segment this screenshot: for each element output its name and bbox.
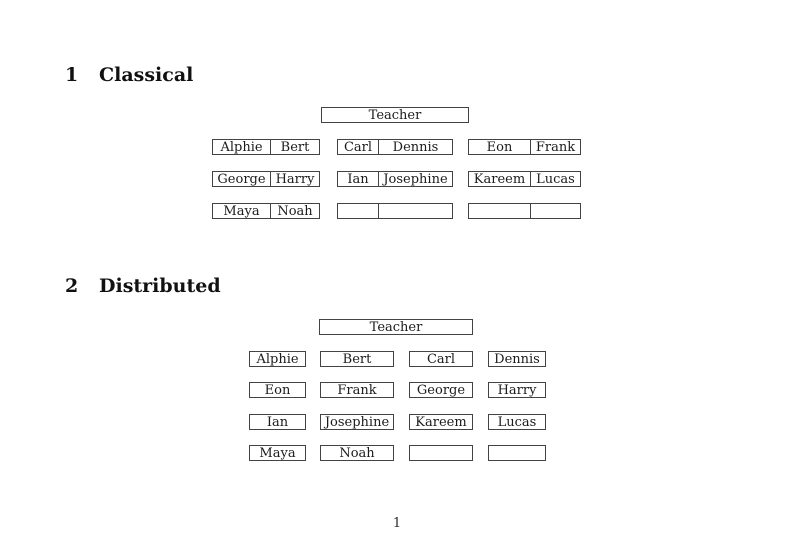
seat-empty (379, 204, 452, 218)
desk-noah: Noah (320, 445, 394, 461)
desk-ian: Ian (249, 414, 306, 430)
seat-kareem: Kareem (469, 172, 531, 186)
desk-harry: Harry (488, 382, 546, 398)
section-title: Classical (99, 64, 194, 86)
seat-empty (531, 204, 580, 218)
desk-lucas: Lucas (488, 414, 546, 430)
seat-george: George (213, 172, 271, 186)
desk-empty (409, 445, 473, 461)
desk-frank: Frank (320, 382, 394, 398)
desk-empty (488, 445, 546, 461)
seat-dennis: Dennis (392, 140, 439, 154)
section-number: 2 (65, 275, 79, 297)
section-number: 1 (65, 64, 79, 86)
section-heading-classical: 1 Classical (65, 66, 193, 85)
section-heading-distributed: 2 Distributed (65, 277, 221, 296)
desk-eon: Eon (249, 382, 306, 398)
seat-maya: Maya (213, 204, 271, 218)
desk-josephine: Josephine (320, 414, 394, 430)
seat-noah: Noah (277, 204, 313, 218)
desk-kareem-lucas: Kareem Lucas (468, 171, 581, 187)
desk-bert: Bert (320, 351, 394, 367)
seat-empty (469, 204, 531, 218)
desk-eon-frank: Eon Frank (468, 139, 581, 155)
seat-carl: Carl (338, 140, 379, 154)
section-title: Distributed (99, 275, 221, 297)
seat-eon: Eon (469, 140, 531, 154)
desk-george-harry: George Harry (212, 171, 320, 187)
seat-empty (338, 204, 379, 218)
seat-ian: Ian (338, 172, 379, 186)
desk-ian-josephine: Ian Josephine (337, 171, 453, 187)
seat-josephine: Josephine (383, 172, 448, 186)
seat-lucas: Lucas (536, 172, 575, 186)
desk-carl-dennis: Carl Dennis (337, 139, 453, 155)
desk-maya-noah: Maya Noah (212, 203, 320, 219)
seat-alphie: Alphie (213, 140, 271, 154)
desk-maya: Maya (249, 445, 306, 461)
desk-dennis: Dennis (488, 351, 546, 367)
desk-carl: Carl (409, 351, 473, 367)
teacher-label: Teacher (369, 319, 423, 335)
teacher-label: Teacher (368, 107, 422, 123)
seat-harry: Harry (275, 172, 315, 186)
page-number: 1 (392, 516, 402, 531)
desk-empty (337, 203, 453, 219)
desk-alphie-bert: Alphie Bert (212, 139, 320, 155)
teacher-box-classical: Teacher (321, 107, 469, 123)
seat-bert: Bert (280, 140, 310, 154)
seat-frank: Frank (535, 140, 576, 154)
desk-empty (468, 203, 581, 219)
desk-kareem: Kareem (409, 414, 473, 430)
teacher-box-distributed: Teacher (319, 319, 473, 335)
desk-george: George (409, 382, 473, 398)
desk-alphie: Alphie (249, 351, 306, 367)
